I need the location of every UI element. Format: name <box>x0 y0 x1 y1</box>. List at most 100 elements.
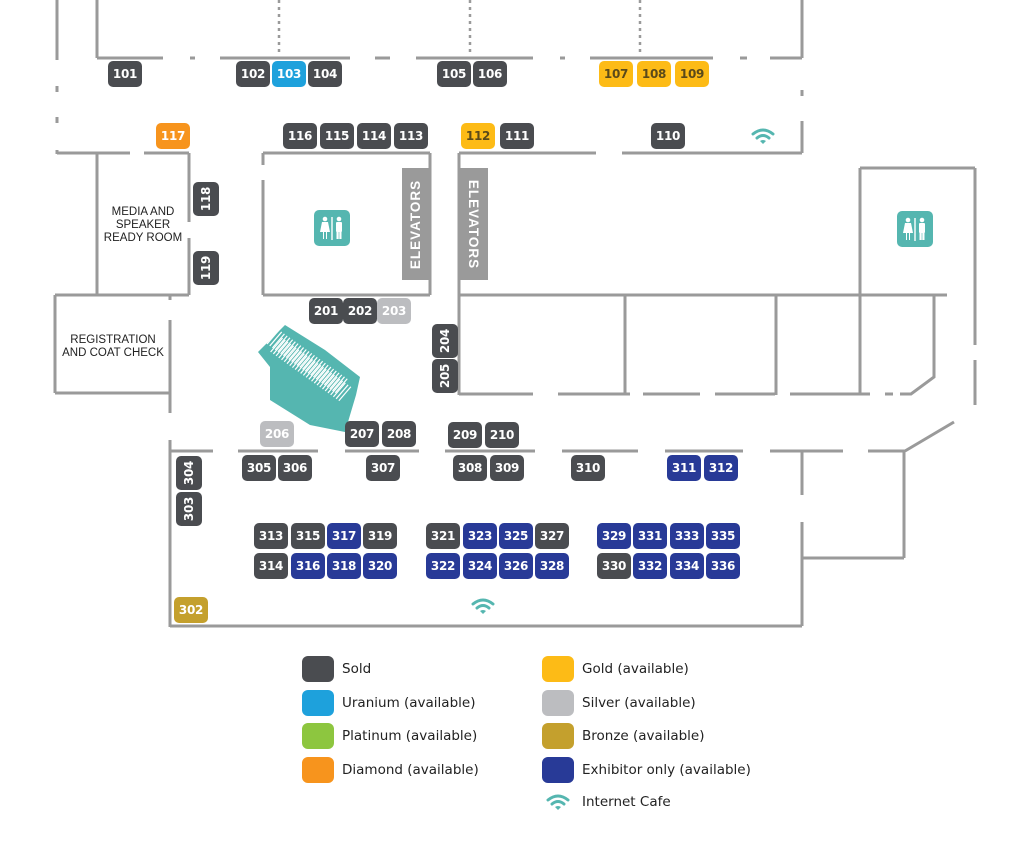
booth-number: 333 <box>674 529 700 543</box>
booth-202[interactable]: 202 <box>343 298 377 324</box>
seat-row <box>335 384 349 400</box>
booth-201[interactable]: 201 <box>309 298 343 324</box>
booth-314[interactable]: 314 <box>254 553 288 579</box>
booth-326[interactable]: 326 <box>499 553 533 579</box>
booth-113[interactable]: 113 <box>394 123 428 149</box>
booth-118[interactable]: 118 <box>193 182 219 216</box>
booth-336[interactable]: 336 <box>706 553 740 579</box>
seat-row <box>315 364 329 380</box>
booth-105[interactable]: 105 <box>437 61 471 87</box>
booth-320[interactable]: 320 <box>363 553 397 579</box>
booth-334[interactable]: 334 <box>670 553 704 579</box>
booth-302[interactable]: 302 <box>174 597 208 623</box>
seat-row <box>305 362 319 378</box>
legend-swatch-exhibitor <box>542 757 574 783</box>
booth-108[interactable]: 108 <box>637 61 671 87</box>
elevators-left: ELEVATORS <box>402 168 430 280</box>
booth-321[interactable]: 321 <box>426 523 460 549</box>
booth-111[interactable]: 111 <box>500 123 534 149</box>
seat-row <box>272 339 286 355</box>
booth-210[interactable]: 210 <box>485 422 519 448</box>
booth-number: 315 <box>295 529 321 543</box>
booth-315[interactable]: 315 <box>291 523 325 549</box>
booth-208[interactable]: 208 <box>382 421 416 447</box>
legend-swatch-sold <box>302 656 334 682</box>
booth-102[interactable]: 102 <box>236 61 270 87</box>
booth-109[interactable]: 109 <box>675 61 709 87</box>
booth-206[interactable]: 206 <box>260 421 294 447</box>
booth-305[interactable]: 305 <box>242 455 276 481</box>
booth-303[interactable]: 303 <box>176 492 202 526</box>
seat-row <box>294 355 308 370</box>
elevators-right: ELEVATORS <box>460 168 488 280</box>
booth-333[interactable]: 333 <box>670 523 704 549</box>
booth-306[interactable]: 306 <box>278 455 312 481</box>
booth-329[interactable]: 329 <box>597 523 631 549</box>
booth-number: 327 <box>539 529 565 543</box>
booth-209[interactable]: 209 <box>448 422 482 448</box>
booth-number: 110 <box>655 129 681 143</box>
wifi-icon <box>471 598 495 614</box>
booth-313[interactable]: 313 <box>254 523 288 549</box>
booth-308[interactable]: 308 <box>453 455 487 481</box>
booth-104[interactable]: 104 <box>308 61 342 87</box>
legend-swatch-uranium <box>302 690 334 716</box>
booth-number: 205 <box>438 363 452 389</box>
booth-207[interactable]: 207 <box>345 421 379 447</box>
booth-205[interactable]: 205 <box>432 359 458 393</box>
booth-116[interactable]: 116 <box>283 123 317 149</box>
booth-114[interactable]: 114 <box>357 123 391 149</box>
seat-row <box>308 364 322 380</box>
wifi-icon <box>546 794 570 810</box>
booth-112[interactable]: 112 <box>461 123 495 149</box>
booth-304[interactable]: 304 <box>176 456 202 490</box>
booth-317[interactable]: 317 <box>327 523 361 549</box>
seat-row <box>323 370 337 386</box>
seat-row <box>299 353 313 368</box>
booth-101[interactable]: 101 <box>108 61 142 87</box>
booth-number: 328 <box>539 559 565 573</box>
booth-312[interactable]: 312 <box>704 455 738 481</box>
booth-331[interactable]: 331 <box>633 523 667 549</box>
booth-115[interactable]: 115 <box>320 123 354 149</box>
booth-319[interactable]: 319 <box>363 523 397 549</box>
booth-323[interactable]: 323 <box>463 523 497 549</box>
booth-327[interactable]: 327 <box>535 523 569 549</box>
booth-318[interactable]: 318 <box>327 553 361 579</box>
seat-row <box>270 337 284 353</box>
seat-row <box>302 361 316 376</box>
booth-325[interactable]: 325 <box>499 523 533 549</box>
booth-number: 115 <box>324 129 350 143</box>
booth-119[interactable]: 119 <box>193 251 219 285</box>
booth-110[interactable]: 110 <box>651 123 685 149</box>
booth-330[interactable]: 330 <box>597 553 631 579</box>
booth-335[interactable]: 335 <box>706 523 740 549</box>
booth-number: 113 <box>398 129 424 143</box>
booth-number: 310 <box>575 461 601 475</box>
seat-row <box>330 380 344 396</box>
booth-107[interactable]: 107 <box>599 61 633 87</box>
booth-number: 119 <box>199 255 213 281</box>
booth-103[interactable]: 103 <box>272 61 306 87</box>
booth-328[interactable]: 328 <box>535 553 569 579</box>
booth-number: 209 <box>452 428 478 442</box>
booth-203[interactable]: 203 <box>377 298 411 324</box>
booth-316[interactable]: 316 <box>291 553 325 579</box>
booth-311[interactable]: 311 <box>667 455 701 481</box>
seat-row <box>274 335 288 351</box>
booth-204[interactable]: 204 <box>432 324 458 358</box>
booth-106[interactable]: 106 <box>473 61 507 87</box>
restroom-icon <box>897 211 933 247</box>
booth-332[interactable]: 332 <box>633 553 667 579</box>
booth-307[interactable]: 307 <box>366 455 400 481</box>
booth-322[interactable]: 322 <box>426 553 460 579</box>
booth-324[interactable]: 324 <box>463 553 497 579</box>
booth-number: 320 <box>367 559 393 573</box>
booth-310[interactable]: 310 <box>571 455 605 481</box>
booth-117[interactable]: 117 <box>156 123 190 149</box>
seat-row <box>324 376 338 392</box>
booth-number: 321 <box>430 529 456 543</box>
booth-309[interactable]: 309 <box>490 455 524 481</box>
booth-number: 109 <box>679 67 705 81</box>
booth-number: 304 <box>182 460 196 486</box>
